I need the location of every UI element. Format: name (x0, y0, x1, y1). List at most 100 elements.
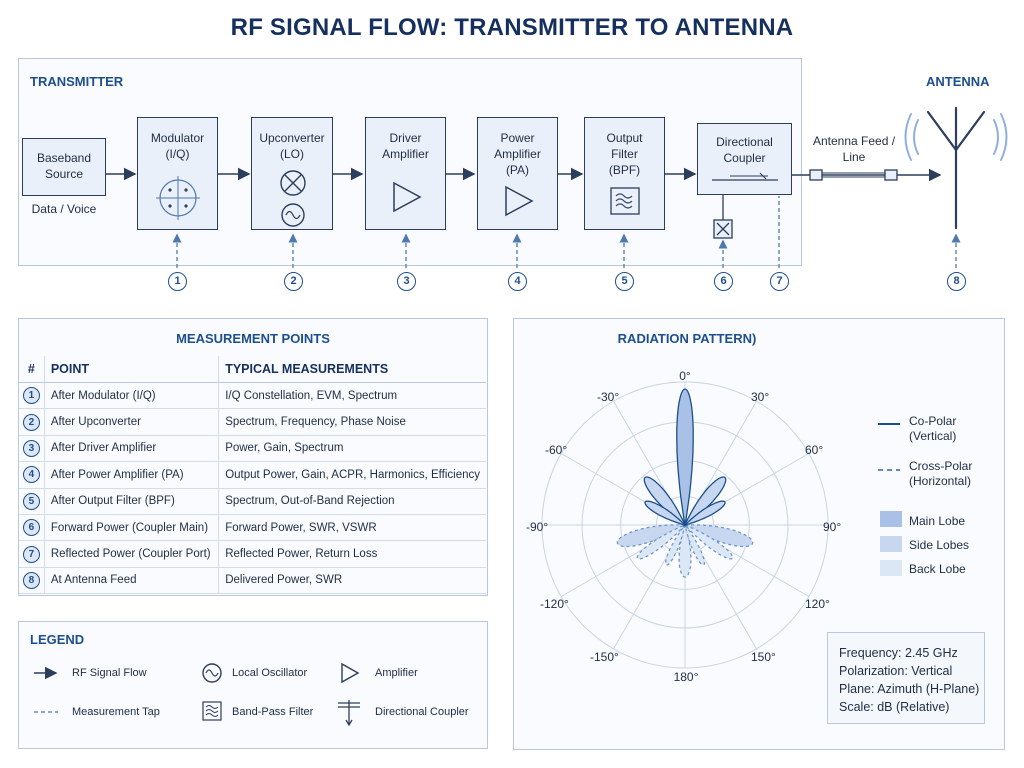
angle-label-120: 120° (805, 597, 830, 611)
polar-plot (541, 381, 829, 669)
feed-line-text: Antenna Feed / Line (812, 134, 896, 164)
baseband-source-block[interactable]: Baseband Source (22, 138, 106, 196)
row-point: After Upconverter (44, 408, 220, 436)
feed-line-label: Antenna Feed / Line (812, 133, 896, 165)
amplifier-icon (393, 181, 422, 213)
feed-connector-b (884, 169, 898, 181)
row-measurements: Reflected Power, Return Loss (218, 540, 486, 568)
row-measurements: Spectrum, Frequency, Phase Noise (218, 408, 486, 436)
col-measurements: TYPICAL MEASUREMENTS (218, 356, 486, 383)
row-measurements: I/Q Constellation, EVM, Spectrum (218, 382, 486, 410)
row-point: After Power Amplifier (PA) (44, 461, 220, 489)
angle-label-m150: -150° (590, 650, 619, 664)
legend-amp-icon (341, 662, 360, 684)
output-filter-block[interactable]: Output Filter (BPF) (584, 117, 665, 230)
polarization-text: Polarization: Vertical (839, 664, 953, 678)
measurement-point-6[interactable]: 6 (714, 272, 733, 291)
measurement-point-3[interactable]: 3 (397, 272, 416, 291)
feed-connector-a (809, 169, 823, 181)
driver-amplifier-block[interactable]: Driver Amplifier (365, 117, 446, 230)
row-measurements: Spectrum, Out-of-Band Rejection (218, 488, 486, 515)
row-number: 4 (19, 461, 45, 489)
measurement-point-4[interactable]: 4 (508, 272, 527, 291)
row-measurements: Output Power, Gain, ACPR, Harmonics, Eff… (218, 461, 486, 489)
measurement-point-2[interactable]: 2 (284, 272, 303, 291)
back-lobe (664, 524, 686, 566)
coupler-label: Directional Coupler (716, 135, 773, 165)
legend-tap: Measurement Tap (72, 706, 160, 718)
row-measurements: Delivered Power, SWR (218, 567, 486, 595)
legend-panel (18, 621, 488, 749)
bandpass-filter-icon (610, 187, 640, 215)
directional-coupler-block[interactable]: Directional Coupler (697, 123, 792, 195)
legend-coupler: Directional Coupler (375, 706, 469, 718)
page-title: RF SIGNAL FLOW: TRANSMITTER TO ANTENNA (230, 14, 794, 41)
side-lobe (682, 500, 726, 527)
row-number-badge: 5 (22, 492, 40, 510)
pattern-info-box: Frequency: 2.45 GHz Polarization: Vertic… (827, 632, 985, 724)
radiation-legend-icons (878, 423, 902, 576)
filter-label: Output Filter (BPF) (606, 131, 643, 177)
row-number-badge: 3 (22, 439, 40, 457)
measurement-point-8[interactable]: 8 (947, 272, 966, 291)
local-oscillator-icon (281, 203, 305, 227)
side-lobe-swatch (880, 536, 902, 552)
row-number-badge: 8 (22, 571, 40, 589)
amplifier-icon (505, 185, 534, 217)
row-point: Reflected Power (Coupler Port) (44, 540, 220, 568)
modulator-block[interactable]: Modulator (I/Q) (137, 117, 218, 230)
cross-polar-lobe (684, 524, 734, 560)
row-number: 6 (19, 514, 45, 542)
angle-label-m30: -30° (597, 390, 620, 404)
measurement-point-1[interactable]: 1 (168, 272, 187, 291)
measurement-point-7[interactable]: 7 (770, 272, 789, 291)
constellation-icon (156, 176, 200, 220)
row-measurements: Forward Power, SWR, VSWR (218, 514, 486, 542)
main-lobe (676, 388, 694, 526)
legend-icons (34, 662, 360, 727)
row-point: At Antenna Feed (44, 567, 220, 595)
cross-polar-label: Cross-Polar (Horizontal) (909, 459, 973, 488)
upconverter-block[interactable]: Upconverter (LO) (251, 117, 333, 230)
angle-label-m120: -120° (540, 597, 569, 611)
row-point: After Modulator (I/Q) (44, 382, 220, 410)
row-number-badge: 4 (22, 466, 40, 484)
side-lobe (644, 500, 688, 527)
back-lobe-swatch (880, 560, 902, 576)
baseband-note: Data / Voice (31, 202, 97, 216)
legend-lo-icon (202, 663, 222, 683)
main-lobe-label: Main Lobe (909, 514, 966, 528)
row-number-badge: 2 (22, 413, 40, 431)
measurement-title: MEASUREMENT POINTS (176, 331, 330, 346)
legend-coupler-icon (338, 700, 360, 727)
measurement-point-5[interactable]: 5 (615, 272, 634, 291)
antenna-icon (926, 106, 986, 230)
row-number: 3 (19, 435, 45, 463)
radiation-title: RADIATION PATTERN) (617, 331, 757, 346)
signal-flow-lines (106, 106, 1008, 268)
col-number: # (19, 356, 45, 383)
row-number: 1 (19, 382, 45, 410)
legend-lo: Local Oscillator (232, 667, 308, 679)
angle-label-m60: -60° (545, 443, 568, 457)
row-number-badge: 7 (22, 545, 40, 563)
cross-polar-lobe (636, 524, 686, 560)
back-lobe-label: Back Lobe (909, 562, 966, 576)
side-lobe-label: Side Lobes (909, 538, 970, 552)
baseband-label: Baseband Source (36, 151, 92, 181)
cross-polar-lobe (616, 524, 688, 548)
angle-label-30: 30° (751, 390, 770, 404)
angle-label-180: 180° (673, 670, 699, 684)
mixer-icon (280, 170, 306, 196)
col-point: POINT (44, 356, 220, 383)
power-amplifier-block[interactable]: Power Amplifier (PA) (477, 117, 558, 230)
frequency-text: Frequency: 2.45 GHz (839, 646, 958, 660)
